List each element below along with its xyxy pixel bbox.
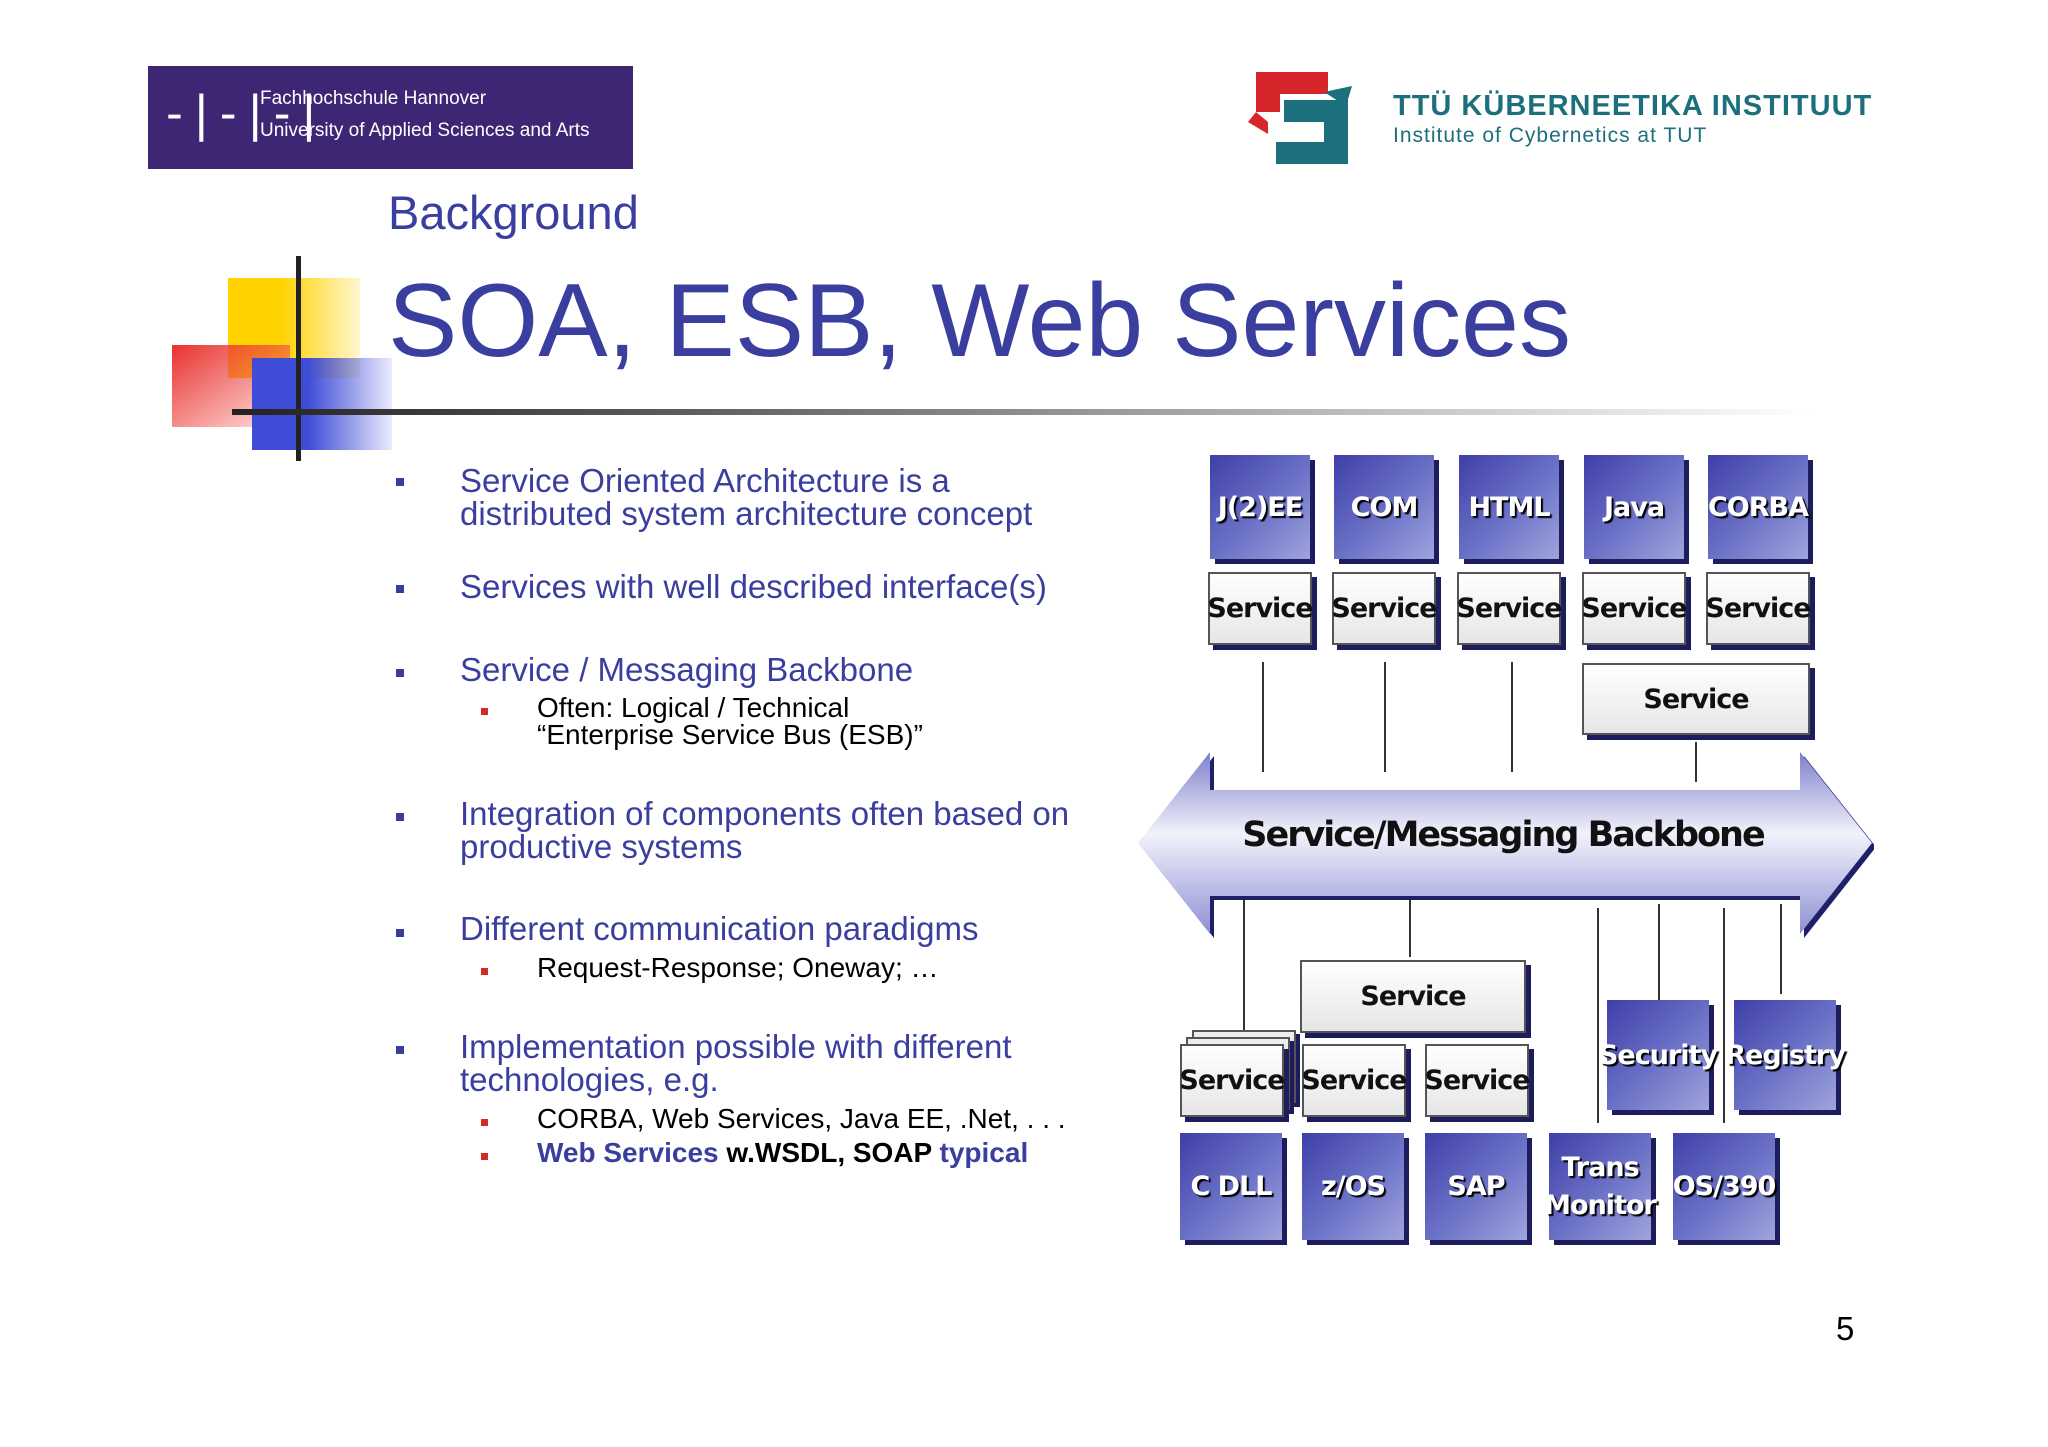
tech-box-trans-monitor: Trans Monitor <box>1544 1133 1657 1240</box>
bullet-1-text: Service Oriented Architecture is a distr… <box>460 462 1033 532</box>
bullet-2-text: Services with well described interface(s… <box>460 568 1047 605</box>
bullet-5-sub-1: Request-Response; Oneway; … <box>537 952 939 983</box>
slide-title: SOA, ESB, Web Services <box>388 263 1571 379</box>
title-underline <box>232 409 1812 415</box>
connector-line <box>1723 908 1725 1123</box>
fh-logo-line2: University of Applied Sciences and Arts <box>260 120 590 141</box>
service-box: Service <box>1207 572 1314 645</box>
ttu-logo-line2: Institute of Cybernetics at TUT <box>1393 124 1708 147</box>
bullet-6-sub-2: Web Services w.WSDL, SOAP typical <box>537 1137 1137 1168</box>
service-box: Service <box>1456 572 1563 645</box>
service-box-wide: Service <box>1300 960 1526 1033</box>
service-box: Service <box>1331 572 1438 645</box>
sub-bullet-marker <box>481 1153 488 1160</box>
sub-bullet-marker <box>481 708 488 715</box>
bullet-marker <box>396 669 404 677</box>
service-box-wide: Service <box>1582 663 1810 735</box>
bullet-6-text: Implementation possible with different t… <box>460 1028 1012 1098</box>
tech-box-c-dll: C DLL <box>1180 1133 1282 1240</box>
sub-bullet-marker <box>481 968 488 975</box>
ws-line-part1: Web Services <box>537 1137 719 1168</box>
bullet-marker <box>396 929 404 937</box>
slide-subtitle: Background <box>388 186 639 239</box>
bullet-3-sub-1: Often: Logical / Technical “Enterprise S… <box>537 692 923 750</box>
connector-line <box>1384 662 1386 772</box>
connector-line <box>1658 904 1660 1002</box>
bullet-marker <box>396 1046 404 1054</box>
service-box: Service <box>1581 572 1688 645</box>
service-box: Service <box>1705 572 1812 645</box>
registry-box: Registry <box>1725 1000 1846 1110</box>
connector-line <box>1262 662 1264 772</box>
backbone-label: Service/Messaging Backbone <box>1242 815 1765 855</box>
tech-box-j2ee: J(2)EE <box>1210 455 1310 559</box>
bullet-marker <box>396 585 404 593</box>
tech-box-com: COM <box>1334 455 1434 559</box>
service-box: Service <box>1424 1044 1531 1117</box>
connector-line <box>1511 662 1513 772</box>
connector-line <box>1243 895 1245 1043</box>
fh-logo-mark: -|-|-| <box>160 86 323 142</box>
page-number: 5 <box>1836 1310 1855 1347</box>
tech-box-html: HTML <box>1459 455 1559 559</box>
tech-box-corba: CORBA <box>1708 455 1809 559</box>
connector-line <box>1695 742 1697 782</box>
fh-hannover-logo: -|-|-| Fachhochschule Hannover Universit… <box>148 66 633 169</box>
ws-line-part2: w.WSDL, SOAP <box>718 1137 940 1168</box>
bullet-6-sub-1: CORBA, Web Services, Java EE, .Net, . . … <box>537 1103 1066 1134</box>
security-box: Security <box>1599 1000 1718 1110</box>
service-box: Service <box>1179 1044 1286 1117</box>
connector-line <box>1597 908 1599 1123</box>
fh-logo-line1: Fachhochschule Hannover <box>260 88 487 109</box>
tech-box-zos: z/OS <box>1302 1133 1404 1240</box>
ws-line-part3: typical <box>939 1137 1029 1168</box>
connector-line <box>1409 895 1411 957</box>
bullet-4-text: Integration of components often based on… <box>460 795 1070 865</box>
ttu-logo-icon <box>1248 72 1352 164</box>
backbone-arrow <box>1138 752 1874 938</box>
bullet-marker <box>396 813 404 821</box>
tech-box-os390: OS/390 <box>1673 1133 1776 1240</box>
service-box: Service <box>1301 1044 1408 1117</box>
bullet-marker <box>396 478 404 486</box>
decor-vertical-line <box>296 256 301 461</box>
connector-line <box>1780 904 1782 994</box>
sub-bullet-marker <box>481 1119 488 1126</box>
bullet-5-text: Different communication paradigms <box>460 910 979 947</box>
decor-blue-square <box>252 358 392 450</box>
tech-box-java: Java <box>1584 455 1684 559</box>
bullet-3-text: Service / Messaging Backbone <box>460 651 914 688</box>
tech-box-sap: SAP <box>1425 1133 1527 1240</box>
ttu-logo-line1: TTÜ KÜBERNEETIKA INSTITUUT <box>1393 90 1873 122</box>
